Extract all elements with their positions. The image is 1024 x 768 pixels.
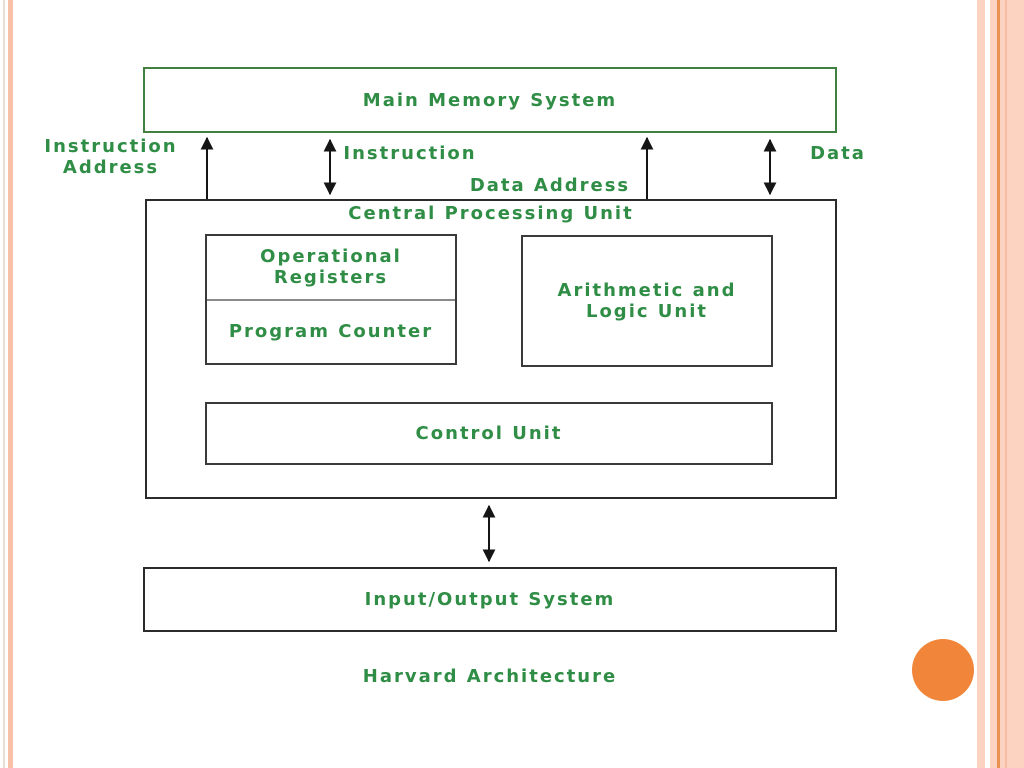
alu-label: Arithmetic and Logic Unit bbox=[557, 280, 737, 322]
instruction-address-label: Instruction Address bbox=[44, 136, 178, 178]
operational-registers-cell: Operational Registers bbox=[207, 236, 455, 301]
program-counter-cell: Program Counter bbox=[207, 301, 455, 364]
cpu-label: Central Processing Unit bbox=[348, 203, 634, 224]
left-border-line-salmon bbox=[8, 0, 13, 768]
main-memory-label: Main Memory System bbox=[362, 89, 618, 111]
right-border-band-outer bbox=[990, 0, 1024, 768]
accent-circle bbox=[912, 639, 974, 701]
registers-box: Operational Registers Program Counter bbox=[205, 234, 457, 365]
io-box: Input/Output System bbox=[143, 567, 837, 632]
diagram-caption: Harvard Architecture bbox=[362, 666, 618, 687]
right-border-line-faint bbox=[1005, 0, 1007, 768]
operational-registers-label: Operational Registers bbox=[260, 246, 402, 289]
right-border-line-orange bbox=[997, 0, 1000, 768]
alu-box: Arithmetic and Logic Unit bbox=[521, 235, 773, 367]
left-border-line-thin bbox=[3, 0, 5, 768]
main-memory-box: Main Memory System bbox=[143, 67, 837, 133]
program-counter-label: Program Counter bbox=[228, 321, 434, 343]
right-border-band-inner bbox=[977, 0, 985, 768]
control-unit-label: Control Unit bbox=[415, 423, 563, 444]
data-address-label: Data Address bbox=[469, 175, 631, 196]
data-label: Data bbox=[810, 143, 866, 164]
instruction-label: Instruction bbox=[343, 143, 477, 164]
control-unit-box: Control Unit bbox=[205, 402, 773, 465]
io-label: Input/Output System bbox=[364, 589, 616, 610]
